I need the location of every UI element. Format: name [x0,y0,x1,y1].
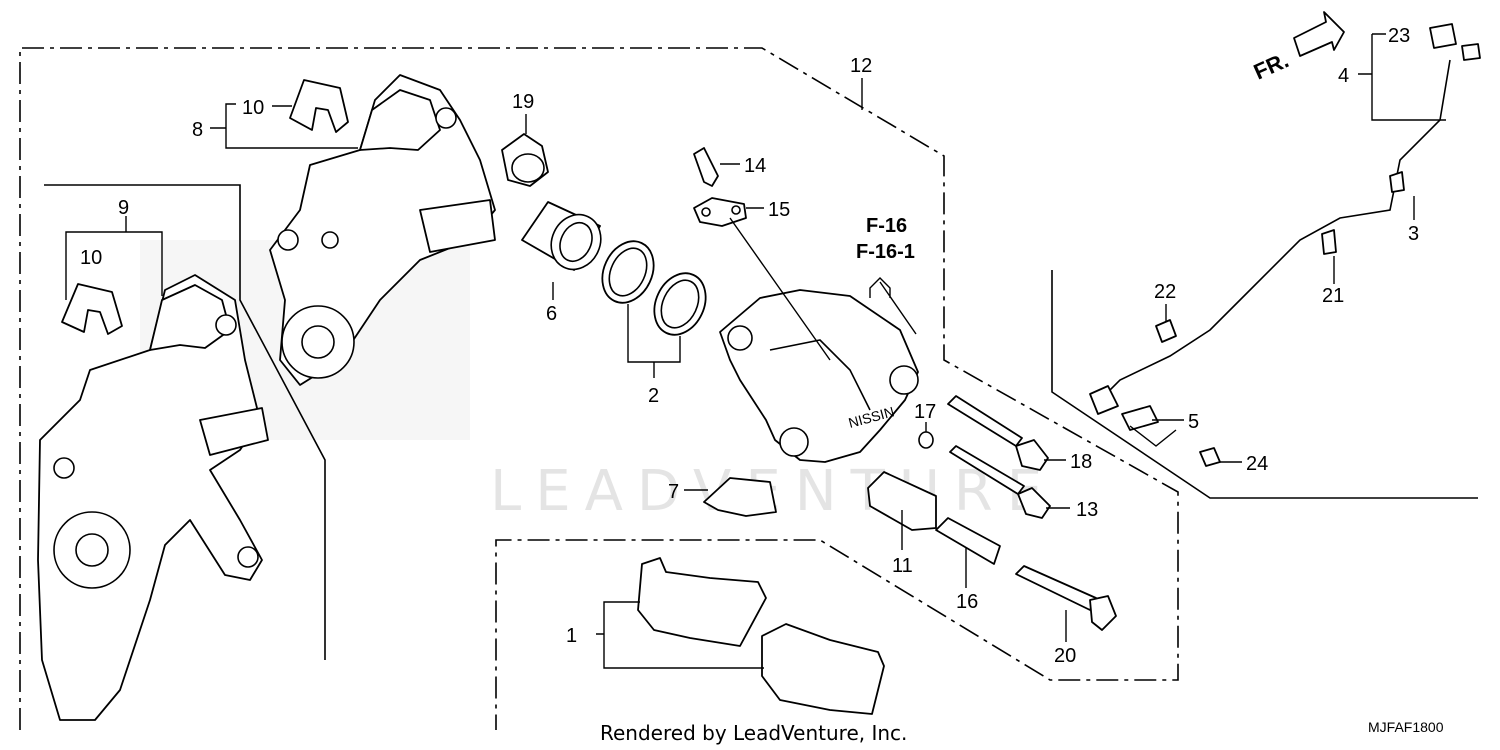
callout-2: 2 [648,385,659,407]
fr-label: FR. [1250,47,1293,84]
watermark-text: LEADVENTURE [490,459,1056,524]
reference-f16: F-16 [866,215,907,237]
caliper-boot[interactable] [501,133,549,187]
reference-f16-1: F-16-1 [856,241,915,263]
callout-7: 7 [668,481,679,503]
pin-boot[interactable] [867,471,937,531]
callout-12: 12 [850,55,872,77]
pad-spring[interactable] [703,477,777,517]
callout-19: 19 [512,91,534,113]
pad-spring-clip-lower[interactable] [61,283,123,335]
callout-9: 9 [118,197,129,219]
callout-24: 24 [1246,453,1268,475]
sensor-assembly-boundary [1051,270,1478,499]
callout-8: 8 [192,119,203,141]
callout-21: 21 [1322,285,1344,307]
callout-18: 18 [1070,451,1092,473]
bleed-screw-cap[interactable] [693,197,747,227]
brake-pad-front[interactable] [637,557,767,647]
abs-sensor-harness[interactable] [1089,23,1481,467]
credit-text: Rendered by LeadVenture, Inc. [600,721,907,745]
callout-14: 14 [744,155,766,177]
callout-10-lower: 10 [80,247,102,269]
caliper-bracket-lower[interactable] [37,274,269,721]
callout-4: 4 [1338,65,1349,87]
caliper-bracket-upper[interactable] [269,74,496,386]
callout-20: 20 [1054,645,1076,667]
caliper-piston[interactable] [521,201,610,278]
callout-13: 13 [1076,499,1098,521]
brake-pad-rear[interactable] [761,623,885,715]
bleed-screw[interactable] [693,147,719,187]
callout-11: 11 [892,555,913,577]
leader-lines [65,33,1446,669]
caliper-mounting-bolt[interactable] [1015,565,1117,631]
callout-10-upper: 10 [242,97,264,119]
retaining-ring[interactable] [918,431,934,449]
pad-pin[interactable] [949,445,1051,519]
callout-3: 3 [1408,223,1419,245]
pad-spring-clip-upper[interactable] [289,79,349,133]
callout-15: 15 [768,199,790,221]
main-assembly-boundary [19,47,1179,730]
dust-seal[interactable] [645,265,716,343]
callout-23: 23 [1388,25,1410,47]
callout-22: 22 [1154,281,1176,303]
diagram-code: MJFAF1800 [1368,719,1444,735]
piston-seal[interactable] [593,233,664,311]
callout-1: 1 [566,625,577,647]
callout-16: 16 [956,591,978,613]
bracket-9-boundary [44,184,326,660]
callout-6: 6 [546,303,557,325]
caliper-pin-sleeve[interactable] [935,517,1001,565]
callout-17: 17 [914,401,936,423]
caliper-body[interactable]: NISSIN [719,289,919,463]
caliper-pin-bolt[interactable] [947,395,1049,471]
front-direction-arrow: FR. [1250,11,1345,85]
callout-5: 5 [1188,411,1199,433]
